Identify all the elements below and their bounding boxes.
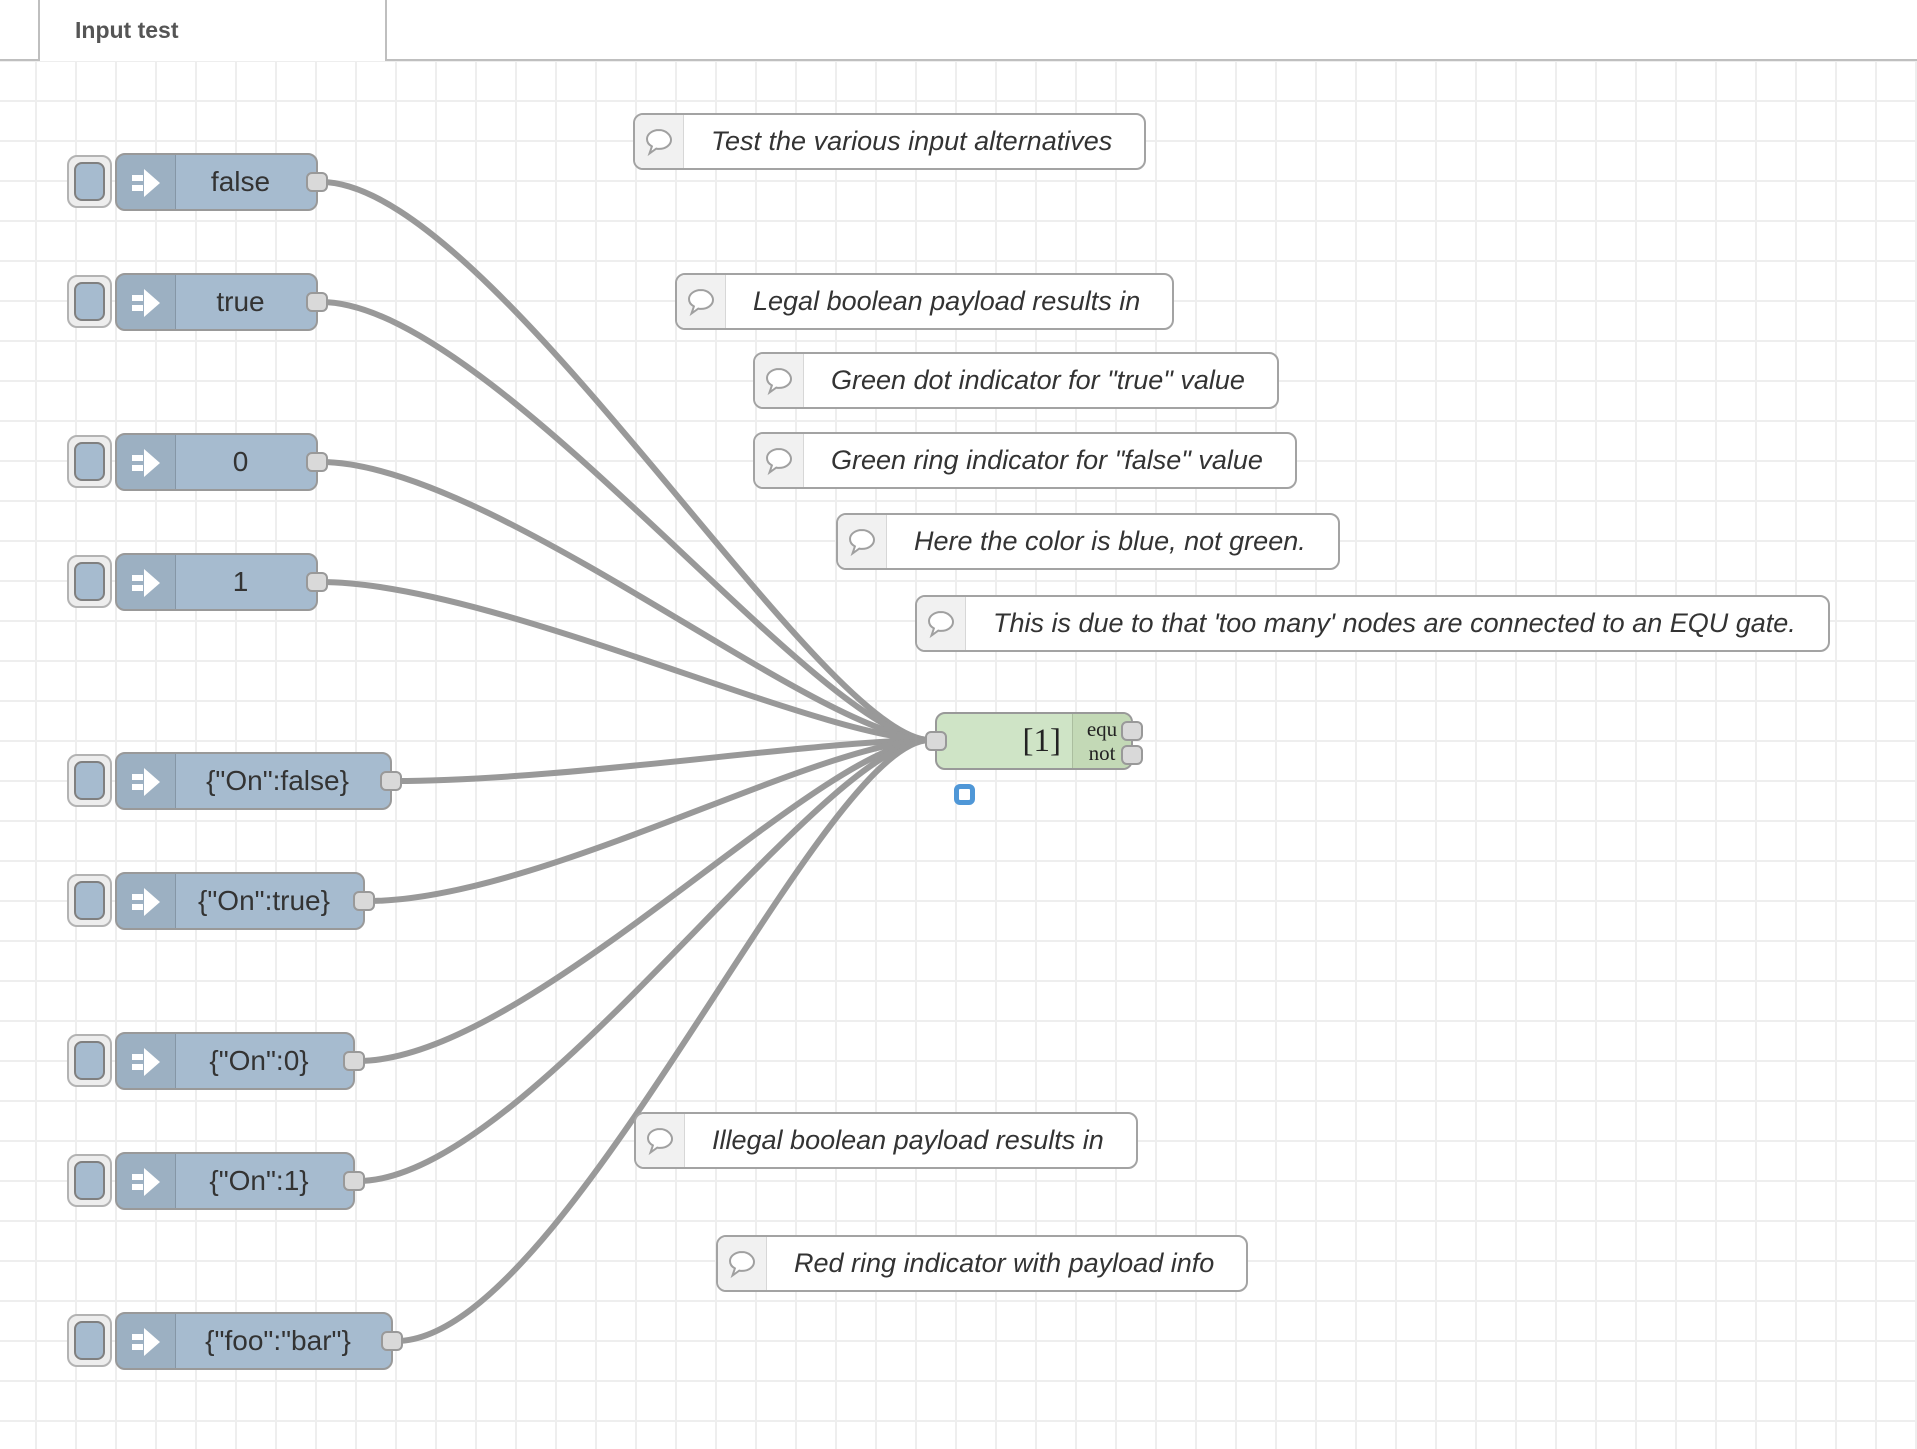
speech-bubble-icon [917, 597, 966, 650]
inject-node-label: {"foo":"bar"} [205, 1325, 351, 1356]
inject-button-inner [74, 1321, 105, 1360]
inject-button[interactable] [67, 874, 112, 927]
inject-button[interactable] [67, 435, 112, 488]
inject-node[interactable]: true [67, 273, 328, 331]
comment-node[interactable]: Test the various input alternatives [633, 113, 1147, 170]
comment-node[interactable]: Red ring indicator with payload info [716, 1235, 1249, 1292]
inject-node-label: 0 [232, 446, 249, 477]
inject-node[interactable]: 0 [67, 433, 328, 491]
speech-bubble-icon [718, 1237, 767, 1290]
inject-button[interactable] [67, 1154, 112, 1207]
comment-node[interactable]: Green ring indicator for "false" value [753, 432, 1297, 489]
inject-node-label: {"On":0} [209, 1045, 309, 1076]
inject-arrow-icon [117, 1154, 176, 1208]
comment-text: This is due to that 'too many' nodes are… [993, 608, 1796, 638]
inject-arrow-icon [117, 155, 176, 209]
inject-button-inner [74, 1161, 105, 1200]
inject-arrow-icon [117, 555, 176, 609]
speech-bubble-icon [635, 115, 684, 168]
comment-text: Legal boolean payload results in [753, 286, 1141, 316]
inject-node-label: 1 [232, 566, 249, 597]
inject-button-inner [74, 162, 105, 201]
output-port[interactable] [306, 452, 328, 472]
comment-text: Here the color is blue, not green. [914, 526, 1306, 556]
comment-node[interactable]: This is due to that 'too many' nodes are… [915, 595, 1830, 652]
tab-title: Input test [75, 17, 179, 43]
output-port[interactable] [343, 1051, 365, 1071]
equ-output-label-equ: equ [1086, 717, 1118, 741]
inject-node-label: {"On":true} [198, 885, 330, 916]
inject-node-label: false [210, 166, 271, 197]
output-port[interactable] [353, 891, 375, 911]
equ-node-label: [1] [1022, 722, 1061, 759]
inject-button[interactable] [67, 1034, 112, 1087]
output-port[interactable] [306, 572, 328, 592]
inject-node[interactable]: false [67, 153, 328, 211]
inject-node[interactable]: {"On":true} [67, 872, 375, 930]
tab-bar-left-stub [0, 0, 40, 61]
output-port[interactable] [343, 1171, 365, 1191]
inject-node[interactable]: {"foo":"bar"} [67, 1312, 403, 1370]
inject-arrow-icon [117, 1034, 176, 1088]
output-port[interactable] [380, 771, 402, 791]
output-port[interactable] [306, 172, 328, 192]
output-port[interactable] [306, 292, 328, 312]
inject-node-label: true [216, 286, 265, 317]
comment-node[interactable]: Green dot indicator for "true" value [753, 352, 1279, 409]
output-port[interactable] [381, 1331, 403, 1351]
speech-bubble-icon [755, 354, 804, 407]
inject-arrow-icon [117, 1314, 176, 1368]
inject-node-label: {"On":1} [209, 1165, 309, 1196]
inject-node[interactable]: {"On":1} [67, 1152, 365, 1210]
inject-node-label: {"On":false} [206, 765, 349, 796]
inject-button-inner [74, 881, 105, 920]
inject-button-inner [74, 1041, 105, 1080]
inject-node[interactable]: 1 [67, 553, 328, 611]
output-port-not[interactable] [1121, 745, 1143, 765]
inject-button[interactable] [67, 555, 112, 608]
inject-button[interactable] [67, 1314, 112, 1367]
inject-button-inner [74, 562, 105, 601]
comment-text: Illegal boolean payload results in [712, 1125, 1104, 1155]
inject-arrow-icon [117, 754, 176, 808]
equ-output-labels: equ not [1072, 714, 1131, 768]
comment-node[interactable]: Legal boolean payload results in [675, 273, 1175, 330]
speech-bubble-icon [677, 275, 726, 328]
equ-gate-node[interactable]: [1] equ not [925, 712, 1143, 805]
comment-text: Green dot indicator for "true" value [831, 365, 1245, 395]
speech-bubble-icon [636, 1114, 685, 1167]
output-port-equ[interactable] [1121, 721, 1143, 741]
speech-bubble-icon [755, 434, 804, 487]
comment-text: Test the various input alternatives [711, 126, 1113, 156]
inject-arrow-icon [117, 435, 176, 489]
inject-arrow-icon [117, 874, 176, 928]
equ-output-label-not: not [1088, 741, 1116, 765]
input-port[interactable] [925, 731, 947, 751]
inject-node[interactable]: {"On":false} [67, 752, 402, 810]
comment-text: Green ring indicator for "false" value [831, 445, 1263, 475]
comment-node[interactable]: Illegal boolean payload results in [634, 1112, 1138, 1169]
inject-button-inner [74, 282, 105, 321]
inject-button-inner [74, 761, 105, 800]
status-indicator-blue-ring [954, 784, 975, 805]
speech-bubble-icon [838, 515, 887, 568]
comment-text: Red ring indicator with payload info [794, 1248, 1215, 1278]
tab-bar-empty-area [387, 0, 1917, 61]
inject-node[interactable]: {"On":0} [67, 1032, 365, 1090]
inject-arrow-icon [117, 275, 176, 329]
inject-button-inner [74, 442, 105, 481]
inject-button[interactable] [67, 754, 112, 807]
workspace-tab-bar: Input test [0, 0, 1917, 61]
inject-button[interactable] [67, 275, 112, 328]
inject-button[interactable] [67, 155, 112, 208]
tab-input-test[interactable]: Input test [40, 0, 387, 61]
comment-node[interactable]: Here the color is blue, not green. [836, 513, 1340, 570]
